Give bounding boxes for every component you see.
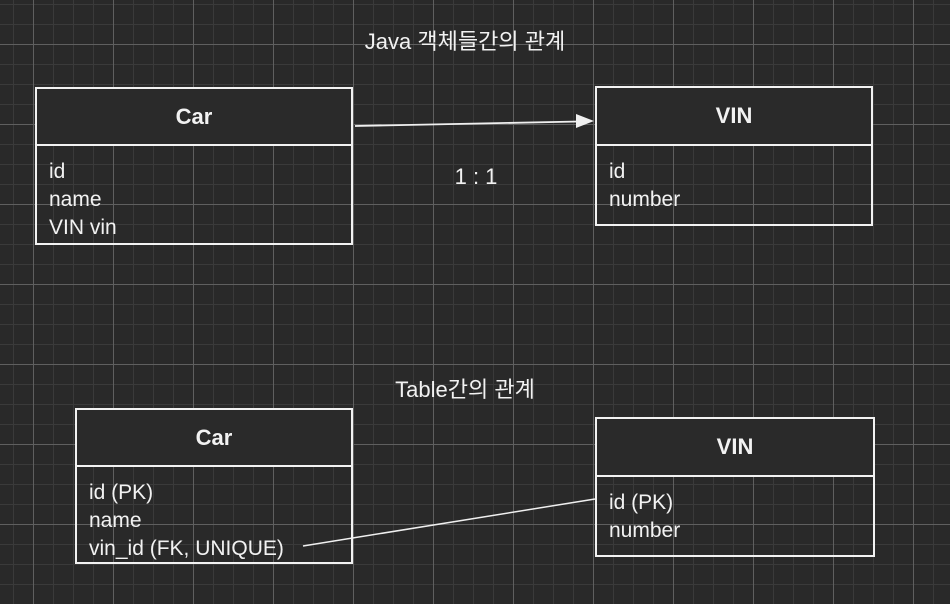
field-table-vin-number[interactable]: number xyxy=(609,519,681,542)
edge-java-car-to-vin[interactable] xyxy=(354,114,594,128)
field-java-car-id[interactable]: id xyxy=(49,160,66,183)
entity-header-table-car[interactable]: Car xyxy=(77,410,351,467)
entity-box-java-car[interactable]: Car id name VIN vin xyxy=(35,87,353,245)
field-table-vin-id-pk[interactable]: id (PK) xyxy=(609,491,674,514)
entity-body-table-car[interactable]: id (PK) name vin_id (FK, UNIQUE) xyxy=(77,467,351,563)
entity-header-table-vin[interactable]: VIN xyxy=(597,419,873,477)
field-java-car-vin[interactable]: VIN vin xyxy=(49,216,117,239)
field-table-car-id-pk[interactable]: id (PK) xyxy=(89,481,154,504)
entity-box-java-vin[interactable]: VIN id number xyxy=(595,86,873,226)
entity-header-java-car[interactable]: Car xyxy=(37,89,351,146)
edge-java-arrowhead-icon xyxy=(576,114,594,128)
edge-java-line[interactable] xyxy=(354,120,580,127)
entity-header-java-vin[interactable]: VIN xyxy=(597,88,871,146)
entity-body-table-vin[interactable]: id (PK) number xyxy=(597,477,873,545)
java-relation-title[interactable]: Java 객체들간의 관계 xyxy=(364,29,566,54)
entity-body-java-car[interactable]: id name VIN vin xyxy=(37,146,351,242)
relation-label-one-to-one[interactable]: 1 : 1 xyxy=(454,164,498,189)
field-java-car-name[interactable]: name xyxy=(49,188,102,211)
table-relation-title[interactable]: Table간의 관계 xyxy=(395,377,535,402)
field-java-vin-number[interactable]: number xyxy=(609,188,681,211)
field-table-car-vin-id-fk[interactable]: vin_id (FK, UNIQUE) xyxy=(89,537,284,560)
entity-box-table-car[interactable]: Car id (PK) name vin_id (FK, UNIQUE) xyxy=(75,408,353,564)
field-table-car-name[interactable]: name xyxy=(89,509,142,532)
entity-body-java-vin[interactable]: id number xyxy=(597,146,871,214)
entity-box-table-vin[interactable]: VIN id (PK) number xyxy=(595,417,875,557)
field-java-vin-id[interactable]: id xyxy=(609,160,626,183)
